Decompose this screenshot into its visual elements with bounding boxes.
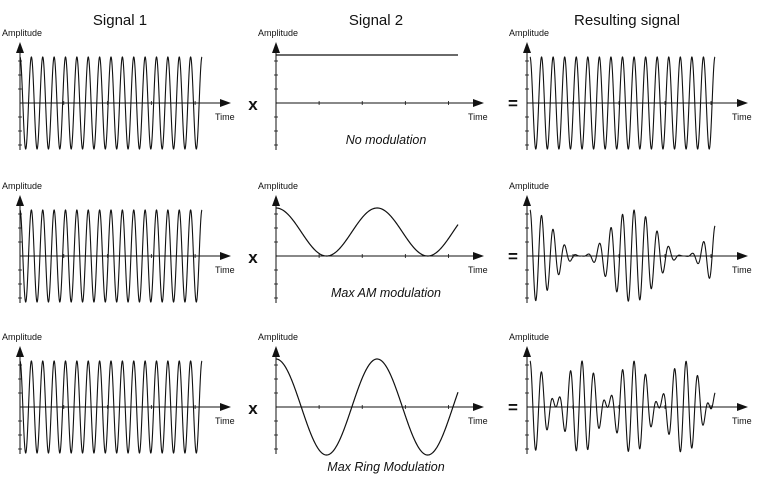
result-wave	[529, 209, 716, 302]
x-axis-arrow	[737, 252, 748, 260]
multiply-sign: x	[248, 248, 258, 267]
time-label: Time	[468, 112, 488, 122]
signal2-title: Signal 2	[348, 12, 404, 29]
amplitude-label: Amplitude	[258, 332, 298, 342]
y-axis-arrow	[523, 346, 531, 357]
y-axis-arrow	[272, 195, 280, 206]
carrier-wave	[19, 209, 203, 303]
time-label: Time	[215, 416, 235, 426]
amplitude-label: Amplitude	[258, 28, 298, 38]
amplitude-label: Amplitude	[509, 28, 549, 38]
axes-r2-c1	[272, 346, 484, 454]
row-caption: Max AM modulation	[331, 286, 441, 300]
multiply-sign: x	[248, 95, 258, 114]
axes-r1-c2	[523, 195, 748, 303]
result-title: Resulting signal	[574, 12, 680, 29]
axes-r2-c2	[523, 346, 748, 454]
result-wave	[529, 56, 716, 150]
y-axis-arrow	[523, 195, 531, 206]
y-axis-arrow	[16, 346, 24, 357]
x-axis-arrow	[220, 252, 231, 260]
amplitude-label: Amplitude	[2, 181, 42, 191]
equals-sign: =	[508, 247, 518, 266]
axes-r0-c1	[272, 42, 484, 150]
amplitude-label: Amplitude	[2, 332, 42, 342]
modulator-wave	[275, 207, 459, 257]
axes-r2-c0	[16, 346, 231, 454]
x-axis-arrow	[473, 252, 484, 260]
time-label: Time	[215, 265, 235, 275]
y-axis-arrow	[272, 42, 280, 53]
y-axis-arrow	[16, 42, 24, 53]
amplitude-label: Amplitude	[258, 181, 298, 191]
x-axis-arrow	[473, 99, 484, 107]
axes-r1-c0	[16, 195, 231, 303]
time-label: Time	[732, 416, 752, 426]
x-axis-arrow	[220, 99, 231, 107]
axes-r1-c1	[272, 195, 484, 303]
x-axis-arrow	[737, 403, 748, 411]
y-axis-arrow	[16, 195, 24, 206]
x-axis-arrow	[473, 403, 484, 411]
amplitude-label: Amplitude	[2, 28, 42, 38]
signal1-title: Signal 1	[92, 12, 148, 29]
x-axis-arrow	[737, 99, 748, 107]
time-label: Time	[732, 112, 752, 122]
equals-sign: =	[508, 398, 518, 417]
time-label: Time	[732, 265, 752, 275]
y-axis-arrow	[272, 346, 280, 357]
time-label: Time	[468, 265, 488, 275]
amplitude-label: Amplitude	[509, 181, 549, 191]
y-axis-arrow	[523, 42, 531, 53]
axes-r0-c0	[16, 42, 231, 150]
multiply-sign: x	[248, 399, 258, 418]
row-caption: Max Ring Modulation	[327, 460, 444, 474]
x-axis-arrow	[220, 403, 231, 411]
result-wave	[529, 360, 716, 453]
row-caption: No modulation	[346, 133, 427, 147]
carrier-wave	[19, 360, 203, 454]
time-label: Time	[215, 112, 235, 122]
equals-sign: =	[508, 94, 518, 113]
carrier-wave	[19, 56, 203, 150]
modulator-wave	[275, 358, 459, 456]
amplitude-label: Amplitude	[509, 332, 549, 342]
time-label: Time	[468, 416, 488, 426]
